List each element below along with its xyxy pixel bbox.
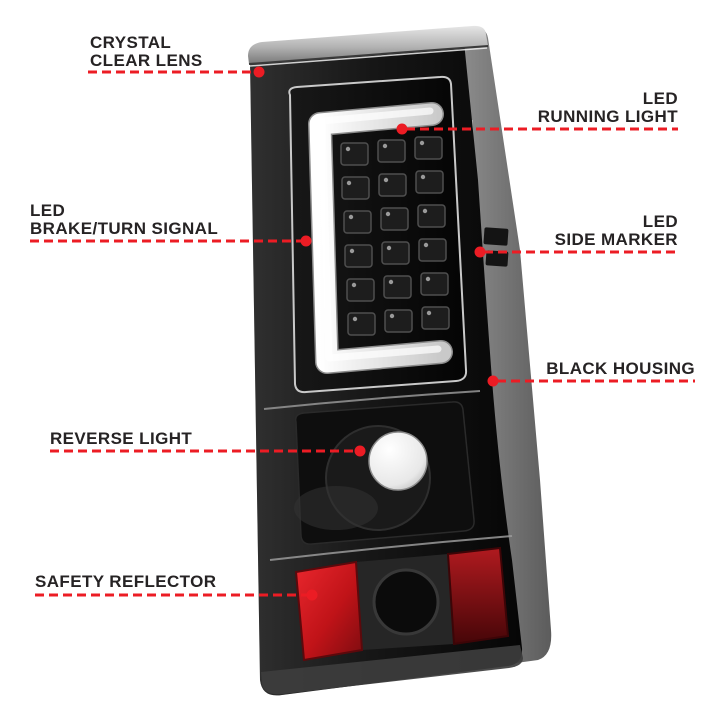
callout-dot-led-running-light	[396, 123, 408, 135]
light-bar-highlight	[318, 107, 442, 362]
callout-dot-black-housing	[487, 375, 499, 387]
callout-dot-led-side-marker	[474, 246, 486, 258]
reverse-shadow	[294, 486, 378, 530]
callout-dot-led-brake-turn-signal	[300, 235, 312, 247]
top-cap	[248, 25, 488, 64]
label-line: CRYSTAL	[90, 33, 172, 52]
safety-reflector-left	[294, 560, 364, 662]
top-cap-edge	[249, 47, 488, 67]
label-reverse-light: REVERSE LIGHT	[50, 430, 192, 448]
label-line: RUNNING LIGHT	[537, 107, 678, 126]
reverse-bulb	[368, 431, 428, 491]
label-line: CLEAR LENS	[90, 51, 203, 70]
bottom-band	[261, 645, 523, 695]
callout-lines	[30, 70, 695, 597]
side-marker-clip-top	[483, 227, 509, 246]
label-line: LED	[30, 201, 66, 220]
top-cap-shadow	[248, 45, 489, 65]
label-led-side-marker: LED SIDE MARKER	[555, 213, 678, 249]
tail-light-assembly	[248, 25, 552, 696]
label-line: SIDE MARKER	[554, 230, 678, 249]
label-line: LED	[642, 89, 678, 108]
callout-dot-reverse-light	[354, 445, 366, 457]
bottom-socket	[372, 568, 440, 636]
label-crystal-clear-lens: CRYSTAL CLEAR LENS	[90, 34, 203, 70]
label-black-housing: BLACK HOUSING	[546, 360, 695, 378]
callout-dot-safety-reflector	[306, 589, 318, 601]
side-marker-clip-bottom	[485, 250, 509, 267]
label-line: REVERSE LIGHT	[50, 429, 193, 448]
label-line: SAFETY REFLECTOR	[35, 572, 217, 591]
label-line: BRAKE/TURN SIGNAL	[30, 219, 219, 238]
callout-dots	[253, 66, 499, 601]
callout-dot-crystal-clear-lens	[253, 66, 265, 78]
section-trim-upper	[263, 390, 481, 410]
label-line: BLACK HOUSING	[546, 359, 695, 378]
label-line: LED	[642, 212, 678, 231]
label-led-brake-turn-signal: LED BRAKE/TURN SIGNAL	[30, 202, 218, 238]
label-led-running-light: LED RUNNING LIGHT	[538, 90, 678, 126]
label-safety-reflector: SAFETY REFLECTOR	[35, 573, 216, 591]
section-trim-lower	[269, 535, 513, 561]
safety-reflector-right	[446, 546, 510, 646]
